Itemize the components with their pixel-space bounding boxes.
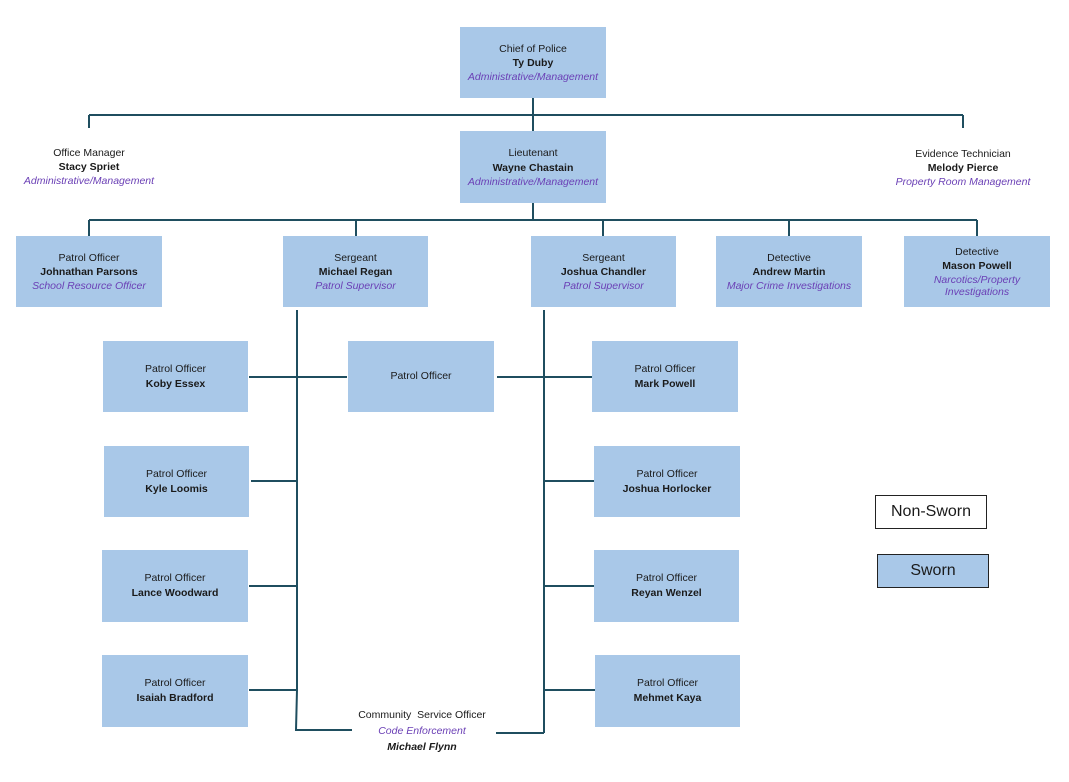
node-title: Patrol Officer [144,677,206,690]
legend-non-sworn: Non-Sworn [875,495,987,529]
node-name: Andrew Martin [752,266,826,279]
node-name: Mason Powell [942,260,1012,273]
node-name: Koby Essex [145,377,206,390]
node-chief-of-police: Chief of Police Ty Duby Administrative/M… [460,27,606,98]
node-detective-martin: Detective Andrew Martin Major Crime Inve… [716,236,862,307]
node-name: Stacy Spriet [58,161,120,174]
node-title: Patrol Officer [144,362,207,375]
node-title: Evidence Technician [915,147,1011,160]
legend-sworn: Sworn [877,554,989,588]
node-title: Chief of Police [499,42,567,55]
node-title: Patrol Officer [636,467,698,480]
node-patrol-officer-bradford: Patrol Officer Isaiah Bradford [102,655,248,727]
node-patrol-officer-vacant: Patrol Officer [348,341,494,412]
connector-cso-left [294,689,352,731]
node-name: Michael Flynn [387,740,457,753]
node-patrol-officer-wenzel: Patrol Officer Reyan Wenzel [594,550,739,622]
node-name: Wayne Chastain [492,161,574,174]
node-patrol-officer-parsons: Patrol Officer Johnathan Parsons School … [16,236,162,307]
node-title: Office Manager [53,146,125,159]
node-name: Joshua Chandler [560,266,647,279]
node-role: Property Room Management [895,176,1031,189]
node-role: Narcotics/Property Investigations [933,274,1021,299]
node-community-service-officer: Community Service Officer Code Enforceme… [352,706,492,758]
node-detective-powell: Detective Mason Powell Narcotics/Propert… [904,236,1050,307]
node-title: Lieutenant [508,147,558,160]
node-role: School Resource Officer [32,280,146,293]
node-role: Administrative/Management [467,71,599,84]
node-name: Lance Woodward [131,587,219,599]
node-name: Mark Powell [634,377,696,390]
node-title: Detective [767,251,811,264]
node-name: Mehmet Kaya [633,692,702,704]
node-title: Patrol Officer [58,251,120,264]
node-title: Community Service Officer [358,709,486,722]
node-title: Detective [955,245,999,258]
node-lieutenant: Lieutenant Wayne Chastain Administrative… [460,131,606,203]
node-title: Patrol Officer [635,572,698,585]
node-patrol-officer-horlocker: Patrol Officer Joshua Horlocker [594,446,740,517]
node-name: Melody Pierce [927,162,999,175]
node-role: Patrol Supervisor [563,280,644,293]
node-title: Patrol Officer [634,362,696,375]
node-name: Ty Duby [512,57,554,70]
node-title: Patrol Officer [390,370,452,383]
node-evidence-technician: Evidence Technician Melody Pierce Proper… [885,132,1041,203]
node-patrol-officer-loomis: Patrol Officer Kyle Loomis [104,446,249,517]
node-sergeant-chandler: Sergeant Joshua Chandler Patrol Supervis… [531,236,676,307]
node-patrol-officer-essex: Patrol Officer Koby Essex [103,341,248,412]
node-name: Johnathan Parsons [40,266,138,279]
node-role: Patrol Supervisor [315,280,396,293]
node-sergeant-regan: Sergeant Michael Regan Patrol Supervisor [283,236,428,307]
node-role: Major Crime Investigations [726,280,852,293]
node-role: Administrative/Management [467,175,599,188]
node-role: Code Enforcement [378,725,466,738]
node-title: Patrol Officer [144,572,206,585]
node-name: Kyle Loomis [145,482,208,495]
node-title: Patrol Officer [145,467,208,480]
node-patrol-officer-mark-powell: Patrol Officer Mark Powell [592,341,738,412]
node-name: Joshua Horlocker [622,482,712,495]
node-title: Patrol Officer [636,677,699,690]
node-patrol-officer-woodward: Patrol Officer Lance Woodward [102,550,248,622]
node-title: Sergeant [334,251,377,264]
node-name: Michael Regan [318,266,393,279]
node-name: Isaiah Bradford [136,692,214,704]
node-name: Reyan Wenzel [631,587,702,599]
node-title: Sergeant [582,251,625,264]
node-patrol-officer-kaya: Patrol Officer Mehmet Kaya [595,655,740,727]
node-role: Administrative/Management [23,175,155,188]
node-office-manager: Office Manager Stacy Spriet Administrati… [14,131,164,202]
